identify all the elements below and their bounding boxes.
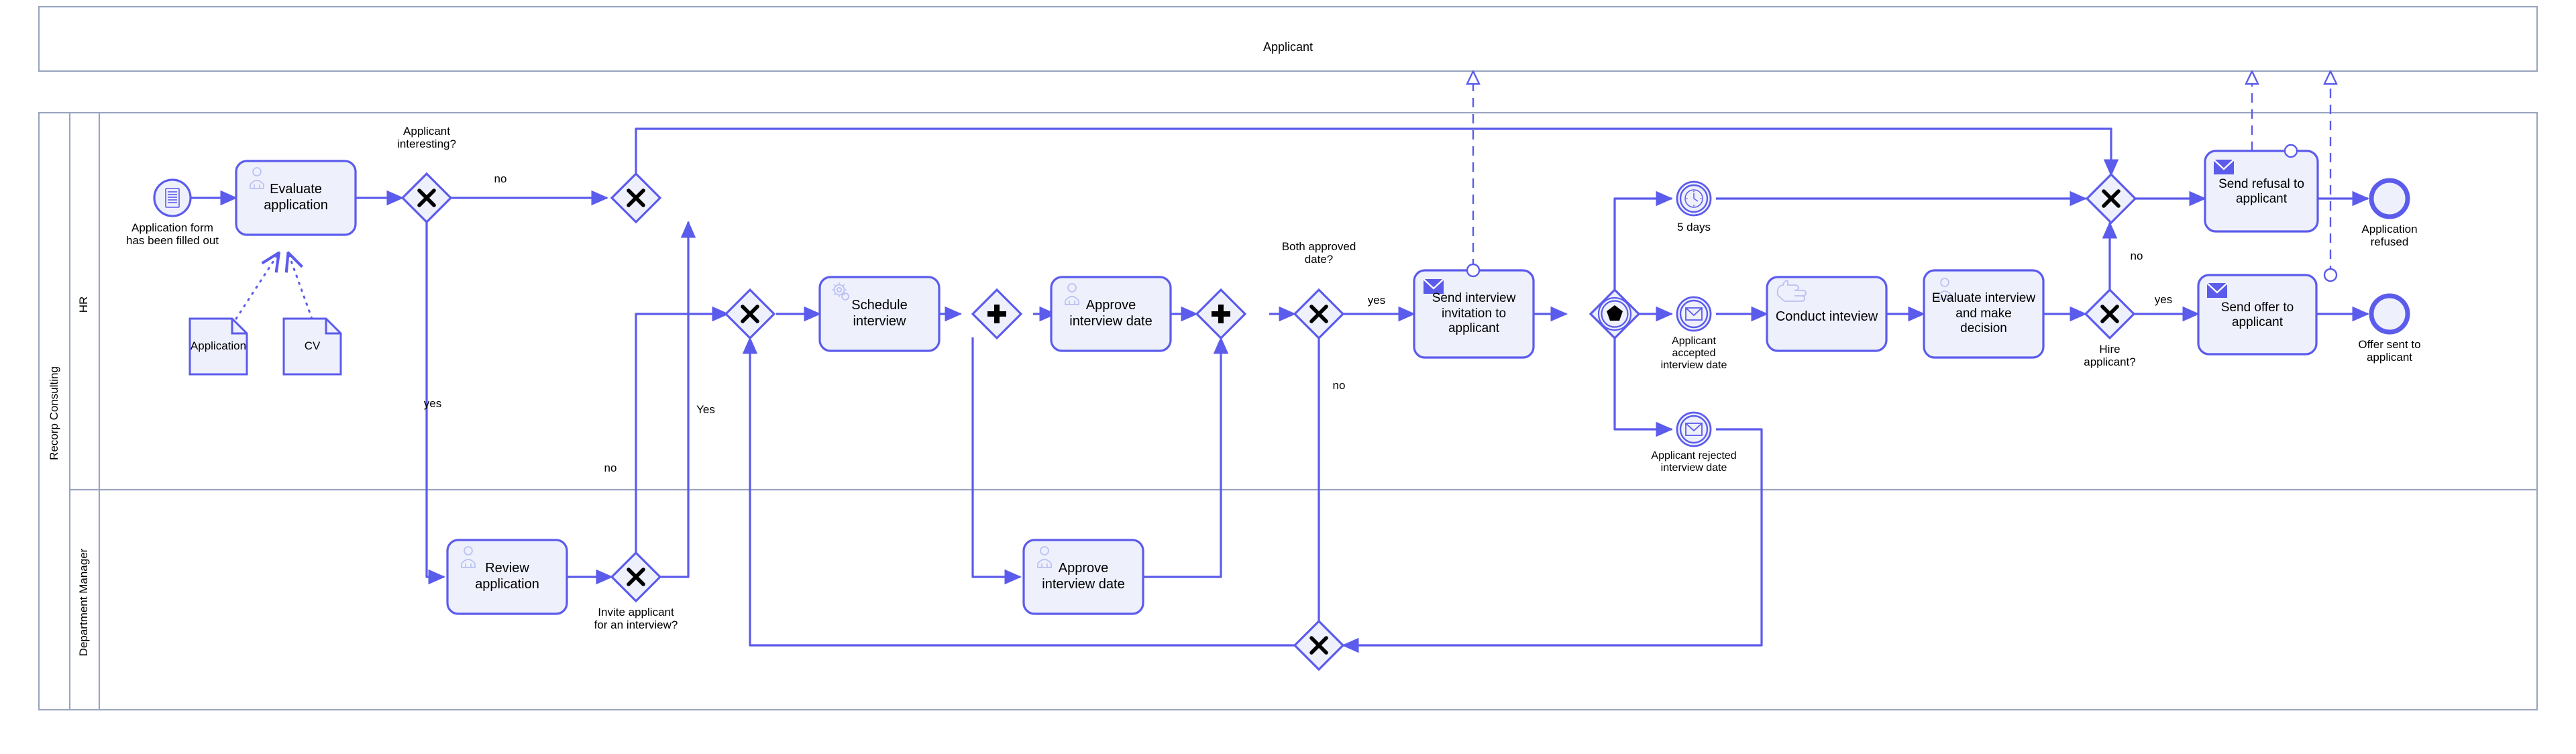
form-icon — [165, 188, 180, 208]
start-event-label: Application form has been filled out — [126, 221, 219, 248]
task-approve-interview-date-dm[interactable] — [1022, 539, 1144, 615]
exclusive-x-icon — [417, 188, 436, 207]
intermediate-event-5-days[interactable] — [1676, 180, 1712, 217]
gateway-invite-applicant-label: Invite applicant for an interview? — [594, 606, 678, 632]
exclusive-x-icon — [2100, 305, 2119, 323]
clock-icon — [1684, 189, 1703, 208]
assoc-application-to-evaluate — [235, 254, 278, 320]
gateway-parallel-split[interactable] — [971, 288, 1023, 340]
task-send-offer[interactable] — [2197, 268, 2338, 356]
envelope-icon — [1685, 307, 1703, 321]
end-event-application-refused[interactable] — [2369, 178, 2410, 219]
pool-recorp-title: Recorp Consulting — [48, 366, 60, 460]
exclusive-x-icon — [741, 305, 759, 323]
data-object-cv[interactable] — [282, 317, 342, 376]
flow-invite-yes — [635, 306, 730, 553]
user-task-icon — [1037, 546, 1052, 568]
flow-eventgw-to-timer — [1613, 191, 1674, 314]
gateway-invite-applicant[interactable] — [610, 551, 662, 603]
message-attach-point — [1466, 263, 1481, 278]
task-conduct-interview[interactable] — [1766, 276, 1888, 352]
flow-invite-no — [660, 220, 696, 578]
user-task-icon — [461, 546, 476, 568]
intermediate-event-applicant-rejected[interactable] — [1676, 411, 1712, 447]
gateway-merge-schedule[interactable] — [724, 288, 776, 340]
gateway-parallel-join[interactable] — [1195, 288, 1247, 340]
flow-reschedule-to-merge-schedule — [742, 336, 1295, 647]
intermediate-event-applicant-rejected-label: Applicant rejected interview date — [1651, 450, 1737, 474]
task-evaluate-interview[interactable] — [1923, 269, 2045, 359]
user-task-icon — [1937, 278, 1952, 300]
flow-label-interesting-no: no — [494, 172, 507, 185]
end-event-offer-sent[interactable] — [2369, 293, 2410, 335]
pool-applicant-title: Applicant — [1263, 40, 1313, 54]
message-attach-point — [2323, 268, 2338, 282]
flow-label-hire-no: no — [2130, 250, 2143, 262]
gateway-hire-applicant-label: Hire applicant? — [2084, 343, 2136, 369]
flow-label-interesting-yes: yes — [423, 397, 442, 410]
gateway-event-based[interactable] — [1589, 288, 1641, 340]
flow-interesting-yes — [425, 222, 446, 585]
task-evaluate-application[interactable] — [235, 160, 357, 236]
flow-merge-refusal-to-right — [635, 127, 2119, 177]
flow-label-both-approved-no: no — [1332, 379, 1346, 392]
exclusive-x-icon — [627, 568, 645, 586]
start-event-application-form[interactable] — [153, 178, 192, 217]
task-review-application[interactable] — [446, 539, 568, 615]
end-event-offer-sent-label: Offer sent to applicant — [2358, 338, 2421, 364]
envelope-icon — [1685, 423, 1703, 436]
data-associations — [235, 254, 313, 320]
send-task-envelope-icon — [2213, 159, 2235, 174]
intermediate-event-5-days-label: 5 days — [1676, 221, 1711, 233]
flow-approve-dm-to-join — [1136, 336, 1229, 578]
gateway-hire-applicant[interactable] — [2084, 288, 2136, 340]
exclusive-x-icon — [2102, 189, 2121, 208]
flow-label-both-approved-yes: yes — [1367, 294, 1386, 307]
end-event-application-refused-label: Application refused — [2361, 223, 2418, 249]
send-task-envelope-icon — [1423, 278, 1444, 294]
task-send-refusal[interactable] — [2204, 144, 2319, 233]
flow-label-invite-no: no — [604, 462, 617, 474]
gateway-both-approved-label: Both approved date? — [1281, 240, 1356, 266]
exclusive-x-icon — [1309, 636, 1328, 655]
message-flows — [1473, 72, 2330, 275]
intermediate-event-applicant-accepted[interactable] — [1676, 296, 1712, 332]
gateway-applicant-interesting-label: Applicant interesting? — [397, 125, 456, 151]
flow-label-hire-yes: yes — [2154, 293, 2173, 306]
gateway-both-approved-date[interactable] — [1293, 288, 1345, 340]
send-task-envelope-icon — [2206, 282, 2228, 298]
pentagon-icon — [1607, 305, 1623, 321]
lane-hr-label: HR — [77, 296, 90, 313]
task-schedule-interview[interactable] — [818, 276, 941, 352]
flow-label-invite-yes: Yes — [696, 403, 715, 416]
user-task-icon — [250, 167, 264, 189]
gateway-merge-before-refusal[interactable] — [2085, 172, 2137, 225]
gateway-merge-refusal-path[interactable] — [610, 172, 662, 224]
message-attach-point — [2284, 144, 2298, 158]
user-task-icon — [1065, 283, 1079, 305]
manual-task-hand-icon — [1776, 280, 1807, 302]
intermediate-event-applicant-accepted-label: Applicant accepted interview date — [1660, 335, 1727, 371]
flow-rejected-to-merge-reschedule — [1341, 428, 1763, 653]
service-task-icon — [832, 282, 849, 301]
task-send-interview-invitation[interactable] — [1413, 263, 1535, 359]
exclusive-x-icon — [1309, 305, 1328, 323]
sequence-flows: merge refusal --> down to review applica… — [191, 127, 2370, 653]
parallel-plus-icon — [1212, 305, 1230, 323]
gateway-applicant-interesting[interactable] — [400, 172, 453, 224]
flow-split-to-approve-dm — [971, 337, 1022, 585]
flow-eventgw-to-rejected — [1613, 338, 1674, 437]
exclusive-x-icon — [627, 188, 645, 207]
pool-applicant — [38, 5, 2538, 72]
lane-department-manager-label: Department Manager — [77, 548, 90, 657]
parallel-plus-icon — [987, 305, 1006, 323]
data-object-application[interactable] — [189, 317, 248, 376]
task-approve-interview-date-hr[interactable] — [1050, 276, 1172, 352]
gateway-merge-reschedule[interactable] — [1293, 619, 1345, 671]
